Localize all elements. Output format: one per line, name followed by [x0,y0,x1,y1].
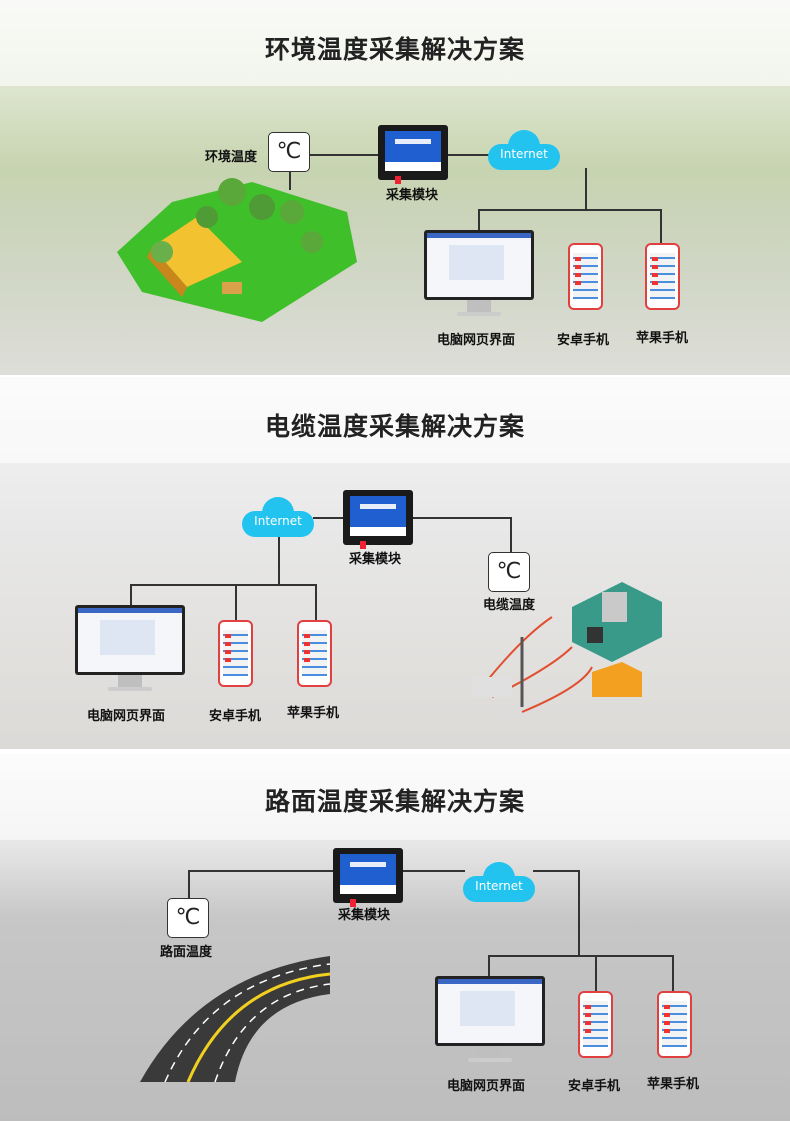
iphone-label: 苹果手机 [287,706,340,721]
pc-label: 电脑网页界面 [437,333,516,348]
section-road: 路面温度采集解决方案 采集模块 ℃ 路面温度 Internet 电脑网页界面 安… [0,754,790,1121]
section-cable: 电缆温度采集解决方案 Internet 采集模块 ℃ 电缆温度 电脑网页界面 安… [0,377,790,749]
acquisition-module [343,490,413,549]
title-band [0,377,790,463]
android-label: 安卓手机 [557,333,610,348]
monitor-icon [424,230,534,320]
iphone-icon [657,991,692,1058]
section-title: 路面温度采集解决方案 [264,787,525,816]
pc-label: 电脑网页界面 [87,709,166,724]
pc-label: 电脑网页界面 [447,1079,526,1094]
park-illustration [117,178,357,322]
cloud-icon: Internet [463,862,535,902]
section-environment: 环境温度采集解决方案 ℃ 环境温度 采集模块 Internet 电脑网页界面 安… [0,0,790,375]
android-phone-icon [578,991,613,1058]
iphone-icon [645,243,680,310]
cloud-label: Internet [254,514,302,528]
android-phone-icon [568,243,603,310]
iphone-label: 苹果手机 [636,331,689,346]
title-band [0,754,790,840]
sensor-label: 电缆温度 [483,598,536,613]
thermometer-icon: ℃ [488,552,530,592]
section-title: 环境温度采集解决方案 [264,35,525,64]
road-illustration [140,956,331,1082]
cloud-label: Internet [475,879,523,893]
module-label: 采集模块 [386,188,439,203]
section-title: 电缆温度采集解决方案 [264,412,525,441]
title-band [0,0,790,86]
acquisition-module [378,125,448,184]
module-label: 采集模块 [349,552,402,567]
monitor-icon [435,976,545,1066]
android-label: 安卓手机 [209,709,262,724]
thermometer-icon: ℃ [167,898,209,938]
iphone-label: 苹果手机 [647,1077,700,1092]
iphone-icon [297,620,332,687]
android-label: 安卓手机 [568,1079,621,1094]
module-label: 采集模块 [338,908,391,923]
cloud-label: Internet [500,147,548,161]
cloud-icon: Internet [242,497,314,537]
cloud-icon: Internet [488,130,560,170]
cable-illustration [472,582,662,713]
sensor-label: 路面温度 [160,945,213,960]
thermometer-icon: ℃ [268,132,310,172]
sensor-label: 环境温度 [205,150,258,165]
android-phone-icon [218,620,253,687]
acquisition-module [333,848,403,907]
monitor-icon [75,605,185,695]
